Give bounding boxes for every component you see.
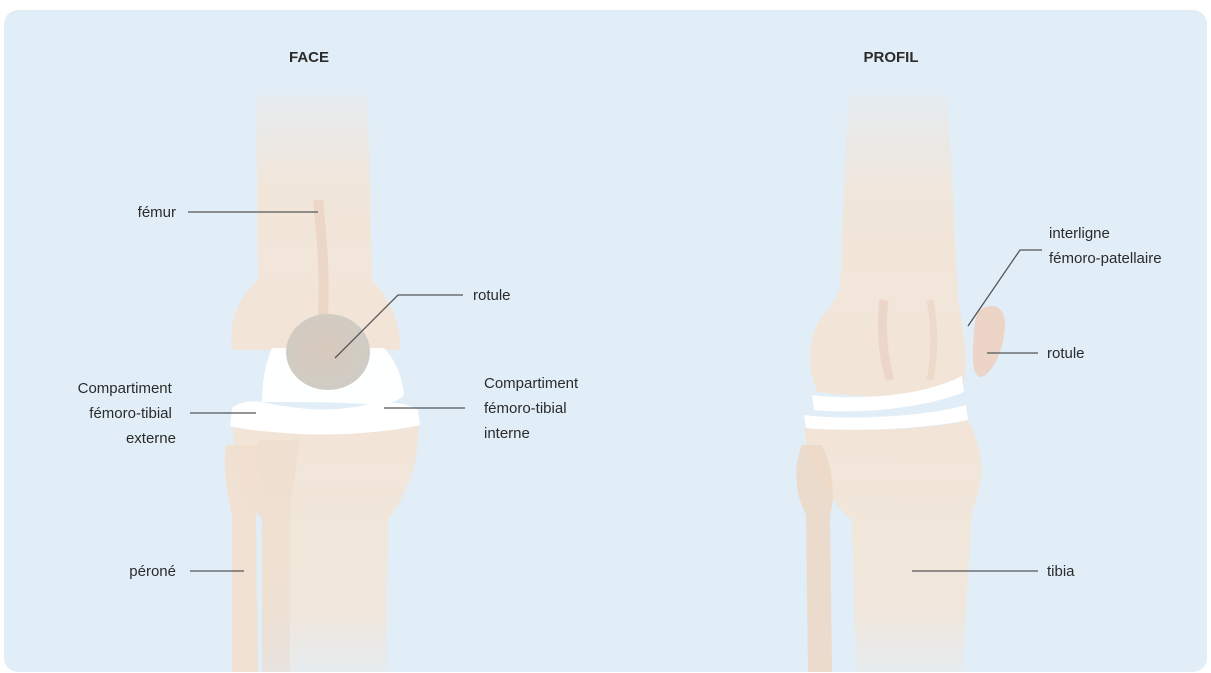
label-cft-externe-line3: externe: [126, 430, 176, 447]
femur-condyle-shade-2: [930, 300, 934, 380]
label-tibia: tibia: [1047, 563, 1075, 580]
femur-ridge: [318, 200, 324, 330]
label-rotule-profil: rotule: [1047, 345, 1085, 362]
label-cft-externe-line2: fémoro-tibial: [89, 405, 172, 422]
label-rotule-face: rotule: [473, 287, 511, 304]
label-cft-interne-line3: interne: [484, 425, 530, 442]
label-femur: fémur: [138, 204, 176, 221]
diagram-background: [4, 10, 1207, 672]
label-perone: péroné: [129, 563, 176, 580]
profil-title: PROFIL: [864, 49, 919, 66]
label-cft-interne-line2: fémoro-tibial: [484, 400, 567, 417]
label-interligne-line1: interligne: [1049, 225, 1110, 242]
label-cft-interne-line1: Compartiment: [484, 375, 579, 392]
label-cft-externe-line1: Compartiment: [78, 380, 173, 397]
face-title: FACE: [289, 49, 329, 66]
patella-face: [286, 314, 370, 390]
label-interligne-line2: fémoro-patellaire: [1049, 250, 1162, 267]
